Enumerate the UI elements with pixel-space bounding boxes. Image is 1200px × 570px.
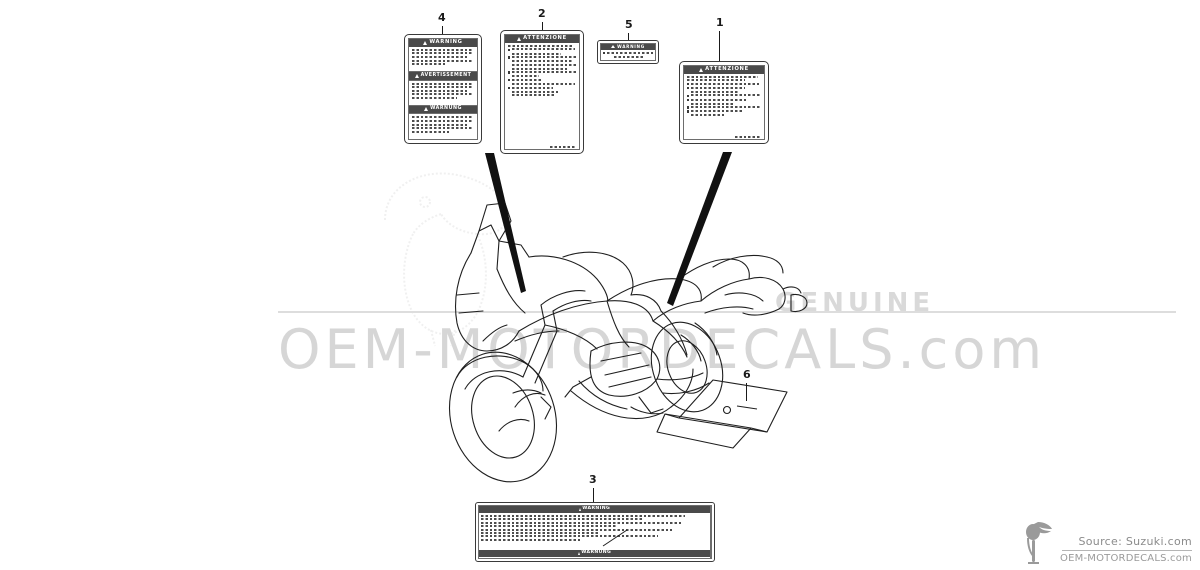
label-3-header-warnung: WARNUNG xyxy=(479,550,710,558)
bullet-marker xyxy=(508,71,511,74)
footer-brand-text: Source: Suzuki.com OEM-MOTORDECALS.com xyxy=(1060,535,1192,564)
label-3-inner: WARNING WARNUNG xyxy=(478,505,712,559)
label-3-body-warning xyxy=(479,513,710,550)
label-4-header-warnung: WARNUNG xyxy=(409,105,477,115)
bullet-marker xyxy=(508,56,511,59)
warning-triangle-icon xyxy=(424,107,429,112)
label-1-footer-code xyxy=(684,135,764,139)
callout-number-1: 1 xyxy=(716,16,724,29)
warning-triangle-icon xyxy=(517,36,522,41)
label-5-body xyxy=(601,50,655,60)
warning-triangle-icon xyxy=(577,551,580,555)
bullet-marker xyxy=(603,51,606,55)
callout-line-5 xyxy=(628,33,629,40)
owner-manual-pouch-icon[interactable] xyxy=(655,370,805,450)
label-5-header: WARNING xyxy=(601,44,655,51)
label-3-column-warnung: WARNUNG xyxy=(479,550,711,558)
label-3-header-warning: WARNING xyxy=(479,506,710,514)
warning-triangle-icon xyxy=(423,40,428,45)
bullet-marker xyxy=(687,94,690,98)
callout-number-3: 3 xyxy=(589,473,597,486)
label-2-inner: ATTENZIONE xyxy=(504,34,580,150)
bullet-marker xyxy=(508,86,511,90)
callout-line-6 xyxy=(746,383,747,401)
bullet-marker xyxy=(508,48,511,51)
footer-site-label: OEM-MOTORDECALS.com xyxy=(1060,553,1192,564)
label-1-inner: ATTENZIONE xyxy=(683,65,765,140)
callout-number-6: 6 xyxy=(743,368,751,381)
label-4-header-avertissement: AVERTISSEMENT xyxy=(409,71,477,81)
label-4-body-1 xyxy=(409,47,477,72)
label-4-header-warning: WARNING xyxy=(409,39,477,47)
label-4-inner: WARNING AVERTISSEMENT xyxy=(408,38,478,140)
bullet-marker xyxy=(687,110,690,113)
label-3-tire-information[interactable]: WARNING WARNUNG xyxy=(475,502,715,562)
label-2-body xyxy=(505,43,579,145)
callout-line-1 xyxy=(719,31,720,61)
warning-triangle-icon xyxy=(611,45,616,49)
footer-source-label: Source: Suzuki.com xyxy=(1078,535,1192,548)
callout-number-5: 5 xyxy=(625,18,633,31)
bullet-marker xyxy=(687,106,690,109)
toucan-bird-icon xyxy=(1026,522,1053,564)
label-2-attenzione[interactable]: ATTENZIONE xyxy=(500,30,584,154)
warning-triangle-icon xyxy=(414,73,419,78)
label-5-inner: WARNING xyxy=(600,43,656,61)
callout-line-3 xyxy=(593,488,594,502)
footer-branding: Source: Suzuki.com OEM-MOTORDECALS.com xyxy=(1020,516,1192,564)
bullet-marker xyxy=(687,98,690,102)
warning-triangle-icon xyxy=(578,507,581,511)
label-1-attenzione[interactable]: ATTENZIONE xyxy=(679,61,769,144)
label-5-warning-small[interactable]: WARNING xyxy=(597,40,659,64)
label-4-warning-trilingual[interactable]: WARNING AVERTISSEMENT xyxy=(404,34,482,144)
callout-number-4: 4 xyxy=(438,11,446,24)
label-4-body-2 xyxy=(409,81,477,106)
motorcycle-line-art xyxy=(448,202,808,483)
label-3-column-warning: WARNING xyxy=(479,506,711,550)
warning-triangle-icon xyxy=(699,67,704,72)
label-1-body xyxy=(684,74,764,135)
callout-line-2 xyxy=(542,22,543,30)
label-1-header: ATTENZIONE xyxy=(684,66,764,74)
callout-line-4 xyxy=(442,26,443,34)
label-2-footer-code xyxy=(505,145,579,149)
callout-number-2: 2 xyxy=(538,7,546,20)
bullet-marker xyxy=(687,82,690,86)
label-4-body-3 xyxy=(409,114,477,139)
footer-divider xyxy=(1062,550,1192,551)
bullet-marker xyxy=(687,87,690,90)
label-3-body-warnung xyxy=(479,557,710,558)
label-2-header: ATTENZIONE xyxy=(505,35,579,43)
bullet-marker xyxy=(508,79,511,82)
